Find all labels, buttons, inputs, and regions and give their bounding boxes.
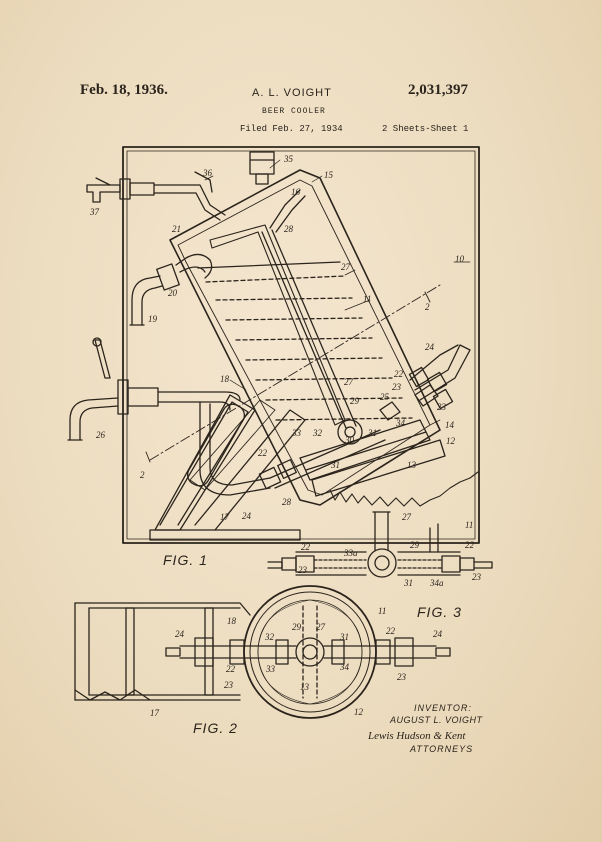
svg-text:10: 10 xyxy=(455,254,465,264)
svg-text:15: 15 xyxy=(324,170,334,180)
svg-text:34a: 34a xyxy=(429,578,444,588)
svg-text:22: 22 xyxy=(226,664,236,674)
fig2-drawing xyxy=(74,585,451,719)
svg-text:18: 18 xyxy=(220,374,230,384)
svg-text:2: 2 xyxy=(425,302,430,312)
svg-text:19: 19 xyxy=(148,314,158,324)
svg-text:29: 29 xyxy=(350,396,360,406)
svg-text:18: 18 xyxy=(227,616,237,626)
svg-text:23: 23 xyxy=(437,402,447,412)
inventor-header: A. L. VOIGHT xyxy=(252,87,332,99)
reference-numerals: 35 36 16 15 28 21 27 10 20 19 11 2 37 24… xyxy=(89,154,482,718)
svg-text:23: 23 xyxy=(392,382,402,392)
fig1-section-line xyxy=(145,284,441,463)
figure-3-label: FIG. 3 xyxy=(417,604,462,620)
svg-text:27: 27 xyxy=(316,622,326,632)
svg-text:22: 22 xyxy=(301,542,311,552)
svg-text:31: 31 xyxy=(339,632,349,642)
patent-number: 2,031,397 xyxy=(408,82,468,98)
fig1-leaders xyxy=(204,159,471,426)
svg-text:17: 17 xyxy=(220,512,230,522)
svg-text:30: 30 xyxy=(344,435,355,445)
svg-text:31: 31 xyxy=(403,578,413,588)
fig1-outlet xyxy=(299,344,479,507)
inventor-name: AUGUST L. VOIGHT xyxy=(390,715,483,725)
svg-text:32: 32 xyxy=(264,632,275,642)
svg-text:16: 16 xyxy=(291,187,301,197)
svg-text:31: 31 xyxy=(367,428,377,438)
svg-text:17: 17 xyxy=(150,708,160,718)
svg-text:21: 21 xyxy=(172,224,181,234)
fig1-upper-faucet xyxy=(86,171,226,221)
svg-text:35: 35 xyxy=(283,154,294,164)
svg-text:33a: 33a xyxy=(343,548,358,558)
svg-text:11: 11 xyxy=(363,294,371,304)
svg-text:11: 11 xyxy=(378,606,386,616)
svg-text:11: 11 xyxy=(465,520,473,530)
svg-text:33: 33 xyxy=(265,664,276,674)
svg-text:23: 23 xyxy=(298,565,308,575)
fig1-support xyxy=(149,394,306,541)
svg-text:13: 13 xyxy=(407,460,417,470)
svg-text:25: 25 xyxy=(380,392,390,402)
svg-text:26: 26 xyxy=(96,430,106,440)
svg-text:20: 20 xyxy=(168,288,178,298)
svg-text:22: 22 xyxy=(394,369,404,379)
fig1-lower-faucet xyxy=(67,337,271,496)
svg-text:22: 22 xyxy=(258,448,268,458)
svg-text:23: 23 xyxy=(397,672,407,682)
fig3-drawing xyxy=(267,511,493,578)
svg-text:24: 24 xyxy=(425,342,435,352)
svg-text:27: 27 xyxy=(402,512,412,522)
svg-text:34: 34 xyxy=(339,662,350,672)
attorneys-label: ATTORNEYS xyxy=(410,744,474,754)
fig1-cabinet xyxy=(122,146,480,544)
svg-text:23: 23 xyxy=(472,572,482,582)
svg-text:28: 28 xyxy=(282,497,292,507)
svg-text:32: 32 xyxy=(312,428,323,438)
svg-text:12: 12 xyxy=(354,707,364,717)
attorney-signature: Lewis Hudson & Kent xyxy=(368,730,466,742)
svg-text:34: 34 xyxy=(395,418,406,428)
svg-text:36: 36 xyxy=(202,168,213,178)
svg-text:28: 28 xyxy=(284,224,294,234)
svg-text:2: 2 xyxy=(140,470,145,480)
svg-text:22: 22 xyxy=(465,540,475,550)
svg-text:31: 31 xyxy=(330,460,340,470)
svg-text:24: 24 xyxy=(242,511,252,521)
svg-text:13: 13 xyxy=(300,682,310,692)
svg-text:14: 14 xyxy=(445,420,455,430)
figure-1-label: FIG. 1 xyxy=(163,552,208,568)
svg-text:12: 12 xyxy=(446,436,456,446)
svg-text:27: 27 xyxy=(344,377,354,387)
svg-text:29: 29 xyxy=(292,622,302,632)
patent-date: Feb. 18, 1936. xyxy=(80,82,168,98)
svg-text:27: 27 xyxy=(341,262,351,272)
invention-title: BEER COOLER xyxy=(262,107,326,116)
svg-text:29: 29 xyxy=(410,540,420,550)
svg-text:24: 24 xyxy=(175,629,185,639)
svg-text:37: 37 xyxy=(89,207,100,217)
sheet-count: 2 Sheets-Sheet 1 xyxy=(382,124,469,134)
svg-text:23: 23 xyxy=(224,680,234,690)
svg-text:24: 24 xyxy=(433,629,443,639)
svg-text:22: 22 xyxy=(386,626,396,636)
svg-text:33: 33 xyxy=(291,428,302,438)
inventor-label: INVENTOR: xyxy=(414,703,472,713)
filed-date: Filed Feb. 27, 1934 xyxy=(240,124,343,134)
fig1-spout-19 xyxy=(129,253,213,326)
figure-2-label: FIG. 2 xyxy=(193,720,238,736)
fig1-fittings xyxy=(249,151,386,490)
